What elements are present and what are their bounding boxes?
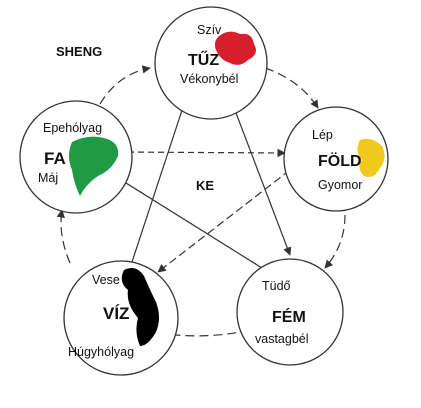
earth-yin-organ: Lép (312, 128, 333, 142)
arrow-wood-to-fire (99, 65, 151, 105)
fire-yang-organ: Vékonybél (180, 72, 238, 86)
kidney-image (121, 268, 159, 346)
metal-element-name: FÉM (272, 307, 306, 326)
earth-element-name: FÖLD (318, 151, 362, 170)
arrow-earth-to-metal (324, 214, 346, 269)
arrow-metal-to-water (159, 329, 251, 339)
fire-yin-organ: Szív (197, 23, 222, 37)
arrow-earth-to-water (157, 169, 291, 273)
sheng-cycle-arrows (56, 65, 346, 339)
wood-yin-organ: Máj (38, 171, 58, 185)
water-yin-organ: Vese (92, 273, 120, 287)
earth-circle (283, 106, 389, 212)
arrow-wood-to-earth (117, 148, 286, 158)
metal-circle (236, 258, 344, 366)
earth-yang-organ: Gyomor (318, 178, 362, 192)
metal-yang-organ: vastagbél (255, 332, 309, 346)
arrow-metal-to-wood (117, 177, 263, 269)
liver-image (69, 136, 119, 196)
arrow-fire-to-earth (264, 67, 319, 109)
organ-images (69, 31, 385, 346)
fire-element-name: TŰZ (188, 50, 219, 69)
water-element-name: VÍZ (103, 304, 129, 323)
ke-label: KE (196, 178, 214, 193)
wood-element-name: FA (44, 149, 66, 168)
arrow-water-to-fire (131, 85, 192, 263)
metal-yin-organ: Tüdő (262, 279, 291, 293)
water-yang-organ: Húgyhólyag (68, 345, 134, 359)
arrow-water-to-wood (56, 209, 71, 264)
spleen-image (357, 138, 385, 177)
wood-yang-organ: Epehólyag (43, 121, 102, 135)
sheng-label: SHENG (56, 44, 102, 59)
heart-image (214, 31, 256, 65)
